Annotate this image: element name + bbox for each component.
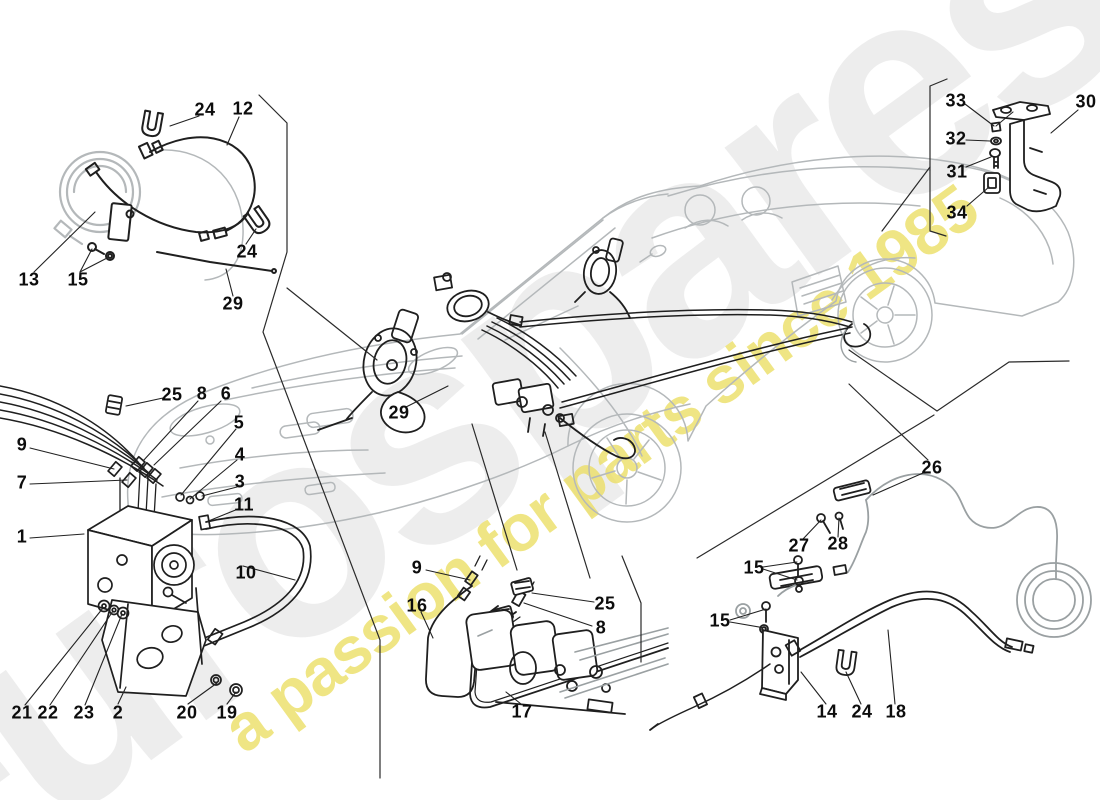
callout-14: 14 xyxy=(816,701,838,722)
inset-front-hose-detail xyxy=(53,109,277,281)
brake-system-on-car xyxy=(317,237,872,460)
callout-27: 27 xyxy=(788,535,810,556)
callout-2: 2 xyxy=(112,702,124,723)
abs-sensor-cable xyxy=(847,473,1092,638)
callout-9: 9 xyxy=(411,557,423,578)
inset-divider-lines xyxy=(258,78,1070,779)
callout-leader-lines xyxy=(24,103,1079,706)
callout-24: 24 xyxy=(236,241,258,262)
callout-16: 16 xyxy=(406,595,428,616)
callout-9: 9 xyxy=(16,434,28,455)
callout-7: 7 xyxy=(16,472,28,493)
callout-32: 32 xyxy=(945,128,967,149)
callout-17: 17 xyxy=(511,701,533,722)
callout-3: 3 xyxy=(234,471,246,492)
callout-31: 31 xyxy=(946,161,968,182)
coiled-hose xyxy=(53,150,142,246)
callout-4: 4 xyxy=(234,444,246,465)
callout-5: 5 xyxy=(233,412,245,433)
inset-bracket-detail xyxy=(983,101,1062,213)
callout-11: 11 xyxy=(233,494,255,515)
callout-19: 19 xyxy=(216,702,238,723)
callout-15: 15 xyxy=(743,557,765,578)
callout-8: 8 xyxy=(196,383,208,404)
callout-22: 22 xyxy=(37,702,59,723)
callout-6: 6 xyxy=(220,383,232,404)
car-outline xyxy=(126,155,1075,536)
callout-28: 28 xyxy=(827,533,849,554)
callout-34: 34 xyxy=(946,202,968,223)
callout-26: 26 xyxy=(921,457,943,478)
callout-20: 20 xyxy=(176,702,198,723)
pipe-clip-25 xyxy=(105,394,123,416)
callout-12: 12 xyxy=(232,98,254,119)
inset-rear-pipes xyxy=(425,555,669,715)
callout-15: 15 xyxy=(67,269,89,290)
callout-10: 10 xyxy=(235,562,257,583)
callout-25: 25 xyxy=(594,593,616,614)
callout-30: 30 xyxy=(1075,91,1097,112)
inset-rear-hose-sensor xyxy=(649,473,1092,731)
callout-23: 23 xyxy=(73,702,95,723)
callout-1: 1 xyxy=(16,526,28,547)
callout-29: 29 xyxy=(388,402,410,423)
callout-15: 15 xyxy=(709,610,731,631)
callout-25: 25 xyxy=(161,384,183,405)
callout-33: 33 xyxy=(945,90,967,111)
callout-8: 8 xyxy=(595,617,607,638)
inset-abs-unit xyxy=(0,385,312,697)
callout-21: 21 xyxy=(11,702,33,723)
callout-24: 24 xyxy=(851,701,873,722)
callout-24: 24 xyxy=(194,99,216,120)
callout-13: 13 xyxy=(18,269,40,290)
callout-29: 29 xyxy=(222,293,244,314)
callout-18: 18 xyxy=(885,701,907,722)
